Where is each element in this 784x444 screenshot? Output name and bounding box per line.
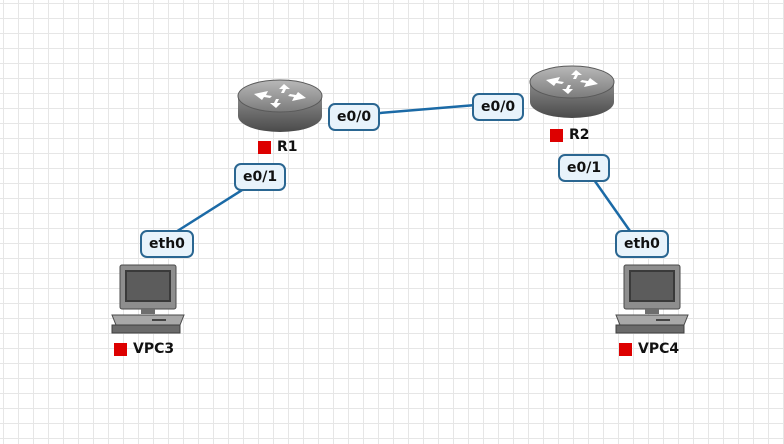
router-icon [237, 79, 323, 132]
vpc-vpc4[interactable] [612, 263, 692, 337]
node-label-vpc4: VPC4 [619, 341, 679, 357]
router-r2[interactable] [528, 64, 616, 120]
pc-icon [111, 264, 185, 334]
iface-label-r2-e0-0[interactable]: e0/0 [472, 93, 525, 121]
iface-label-r2-e0-1[interactable]: e0/1 [558, 154, 611, 182]
status-indicator [619, 342, 632, 356]
router-icon [529, 65, 615, 118]
iface-label-r1-e0-1[interactable]: e0/1 [234, 163, 287, 191]
status-indicator [550, 128, 563, 142]
node-name: VPC4 [638, 341, 680, 357]
node-label-vpc3: VPC3 [114, 341, 174, 357]
node-name: VPC3 [133, 341, 175, 357]
vpc-vpc3[interactable] [108, 263, 188, 337]
status-indicator [258, 140, 271, 154]
pc-icon [615, 264, 689, 334]
router-r1[interactable] [236, 78, 324, 134]
node-name: R2 [569, 127, 590, 143]
node-name: R1 [277, 139, 298, 155]
iface-label-vpc3-eth0[interactable]: eth0 [140, 230, 194, 258]
node-label-r2: R2 [550, 127, 590, 143]
iface-label-vpc4-eth0[interactable]: eth0 [615, 230, 669, 258]
iface-label-r1-e0-0[interactable]: e0/0 [328, 103, 381, 131]
node-label-r1: R1 [258, 139, 298, 155]
status-indicator [114, 342, 127, 356]
